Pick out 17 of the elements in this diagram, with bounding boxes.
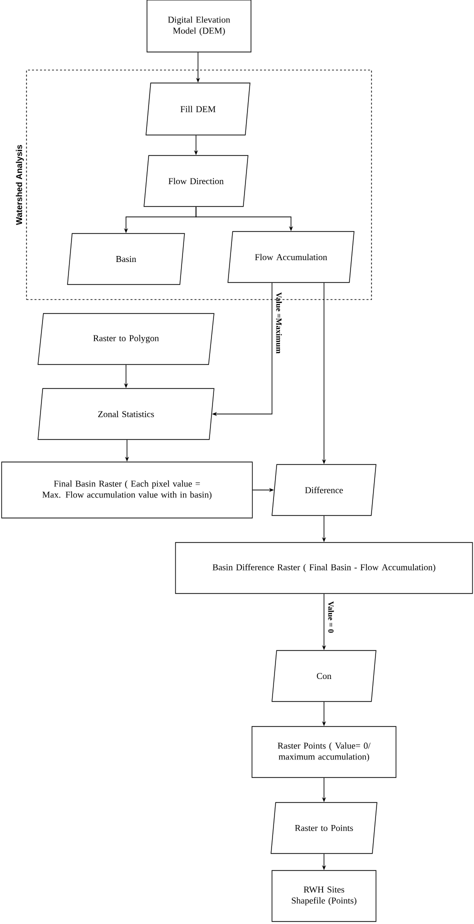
process-box: Raster Points ( Value= 0/ maximum accumulation) xyxy=(252,726,396,778)
data-parallelogram: Con xyxy=(272,650,376,702)
edge-label: Value =Maximum xyxy=(276,292,282,354)
data-parallelogram: Flow Direction xyxy=(144,155,248,207)
process-box: Digital Elevation Model (DEM) xyxy=(146,0,252,52)
data-parallelogram: Flow Accumulation xyxy=(228,231,354,283)
data-parallelogram: Basin xyxy=(67,233,185,285)
data-parallelogram: Fill DEM xyxy=(146,82,250,136)
data-parallelogram: Raster to Polygon xyxy=(38,313,214,365)
process-box: RWH Sites Shapefile (Points) xyxy=(272,870,376,922)
process-box: Basin Difference Raster ( Final Basin - Flow Accumulation) xyxy=(175,542,473,594)
data-parallelogram: Raster to Points xyxy=(270,802,378,854)
data-parallelogram: Zonal Statistics xyxy=(38,388,214,440)
process-box: Final Basin Raster ( Each pixel value = Max. Flow accumulation value with in basin) xyxy=(1,462,253,518)
edge-label: Value = 0 xyxy=(328,601,334,633)
node-label: Watershed Analysis xyxy=(16,144,24,226)
data-parallelogram: Difference xyxy=(272,464,376,516)
